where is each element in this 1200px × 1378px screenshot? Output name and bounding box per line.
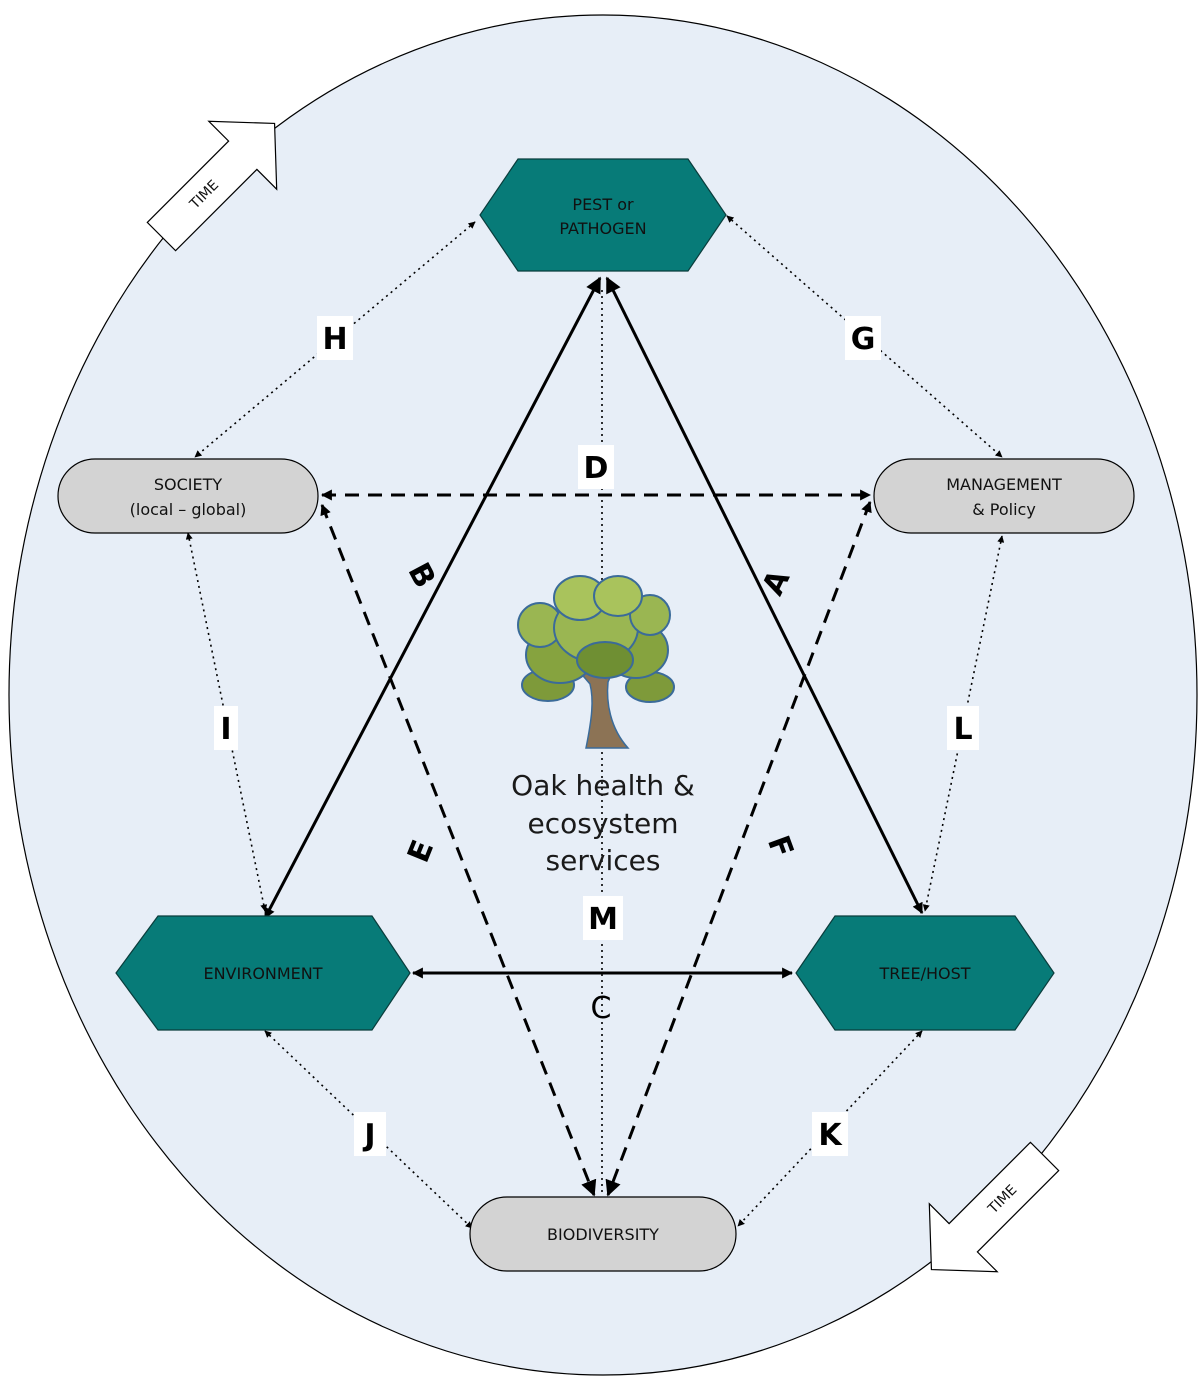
time-arrow-bottom: TIME <box>928 1141 1060 1273</box>
node-management: MANAGEMENT & Policy <box>873 458 1135 534</box>
label-h: H <box>322 322 347 357</box>
connector-l <box>922 535 1005 912</box>
connector-a <box>605 276 924 914</box>
label-k: K <box>818 1118 843 1153</box>
oak-tree-icon <box>517 575 675 749</box>
label-l: L <box>953 712 972 747</box>
center-label-line3: services <box>546 844 661 877</box>
node-pest-pathogen: PEST or PATHOGEN <box>479 158 727 272</box>
society-label-line2: (local – global) <box>130 500 247 519</box>
center-label-line2: ecosystem <box>528 807 679 840</box>
environment-label: ENVIRONMENT <box>203 964 322 983</box>
label-m: M <box>588 902 618 937</box>
pest-label-line1: PEST or <box>572 195 634 214</box>
label-c: C <box>591 991 612 1026</box>
pest-label-line2: PATHOGEN <box>559 219 646 238</box>
biodiversity-label: BIODIVERSITY <box>547 1225 659 1244</box>
label-i: I <box>220 712 231 747</box>
label-j: J <box>362 1118 375 1153</box>
connector-h <box>194 221 476 458</box>
node-environment: ENVIRONMENT <box>115 915 411 1031</box>
edge-labels: H G D I L M J K C B <box>214 316 979 1156</box>
time-arrow-top: TIME <box>146 120 278 252</box>
connector-g <box>726 215 1003 458</box>
management-label-line2: & Policy <box>972 500 1036 519</box>
node-society: SOCIETY (local – global) <box>57 458 319 534</box>
node-tree-host: TREE/HOST <box>795 915 1055 1031</box>
label-d: D <box>584 451 609 486</box>
node-biodiversity: BIODIVERSITY <box>469 1196 737 1272</box>
society-label-line1: SOCIETY <box>154 475 223 494</box>
solid-connectors <box>263 276 924 979</box>
center-label-line1: Oak health & <box>511 769 695 802</box>
management-label-line1: MANAGEMENT <box>946 475 1062 494</box>
label-g: G <box>851 322 876 357</box>
connector-b <box>263 276 602 919</box>
tree-host-label: TREE/HOST <box>878 964 970 983</box>
